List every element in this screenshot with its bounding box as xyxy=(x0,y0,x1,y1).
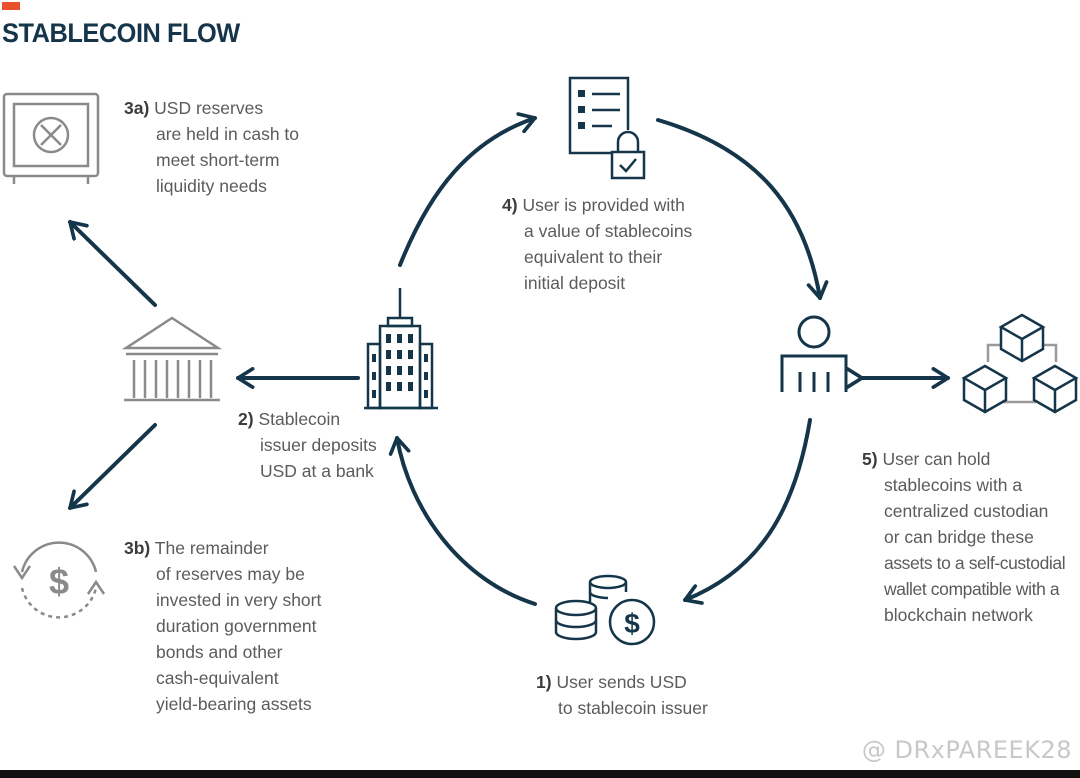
bottom-rule xyxy=(0,770,1080,778)
user-icon xyxy=(780,315,848,392)
blockchain-cubes-icon xyxy=(961,313,1079,414)
step-line: User is provided with xyxy=(522,195,685,215)
step-line: Stablecoin xyxy=(258,409,341,429)
arrow-coins-to-building xyxy=(388,436,537,606)
step-line: to stablecoin issuer xyxy=(558,698,708,718)
step-1-text: 1) User sends USD to stablecoin issuer xyxy=(536,669,708,721)
arrow-user-to-coins xyxy=(683,418,812,605)
step-line: liquidity needs xyxy=(156,176,267,196)
step-line: blockchain network xyxy=(884,605,1033,625)
step-line: The remainder xyxy=(154,538,269,558)
vault-safe-icon xyxy=(2,92,100,184)
watermark: @ DRxPAREEK28 xyxy=(861,736,1072,764)
svg-text:$: $ xyxy=(49,561,69,602)
step-line: stablecoins with a xyxy=(884,475,1023,495)
circular-dollar-icon: $ xyxy=(12,541,106,619)
skyscraper-icon xyxy=(364,288,438,410)
step-line: assets to a self-custodial xyxy=(884,553,1066,573)
step-number: 5) xyxy=(862,449,878,469)
step-line: User can hold xyxy=(882,449,991,469)
step-line: centralized custodian xyxy=(884,501,1049,521)
step-line: USD reserves xyxy=(154,98,264,118)
step-line: yield-bearing assets xyxy=(156,694,312,714)
coins-dollar-icon: $ xyxy=(554,574,656,646)
step-line: issuer deposits xyxy=(260,435,377,455)
step-line: duration government xyxy=(156,616,317,636)
step-number: 3a) xyxy=(124,98,150,118)
step-line: bonds and other xyxy=(156,642,283,662)
step-line: of reserves may be xyxy=(156,564,305,584)
step-number: 1) xyxy=(536,672,552,692)
bank-icon xyxy=(121,316,223,402)
step-line: cash-equivalent xyxy=(156,668,279,688)
step-line: wallet compatible with a xyxy=(884,579,1060,599)
step-5-text: 5) User can hold stablecoins with a cent… xyxy=(862,446,1066,628)
locked-document-icon xyxy=(568,76,646,180)
arrow-building-to-document xyxy=(398,112,537,267)
page-title: STABLECOIN FLOW xyxy=(2,18,240,48)
arrow-bank-to-reinvest xyxy=(68,423,157,510)
step-line: equivalent to their xyxy=(524,247,663,267)
step-number: 3b) xyxy=(124,538,151,558)
arrow-document-to-user xyxy=(656,118,829,300)
step-line: meet short-term xyxy=(156,150,280,170)
step-3a-text: 3a) USD reserves are held in cash to mee… xyxy=(124,95,299,199)
step-line: a value of stablecoins xyxy=(524,221,693,241)
step-line: are held in cash to xyxy=(156,124,300,144)
step-line: invested in very short xyxy=(156,590,322,610)
step-3b-text: 3b) The remainder of reserves may be inv… xyxy=(124,535,321,717)
step-4-text: 4) User is provided with a value of stab… xyxy=(502,192,692,296)
step-line: User sends USD xyxy=(556,672,687,692)
step-number: 2) xyxy=(238,409,254,429)
step-line: initial deposit xyxy=(524,273,626,293)
accent-bar xyxy=(2,2,20,10)
arrow-bank-to-safe xyxy=(68,220,157,307)
step-2-text: 2) Stablecoin issuer deposits USD at a b… xyxy=(238,406,377,484)
step-number: 4) xyxy=(502,195,518,215)
svg-text:$: $ xyxy=(624,608,640,639)
step-line: USD at a bank xyxy=(260,461,374,481)
step-line: or can bridge these xyxy=(884,527,1034,547)
